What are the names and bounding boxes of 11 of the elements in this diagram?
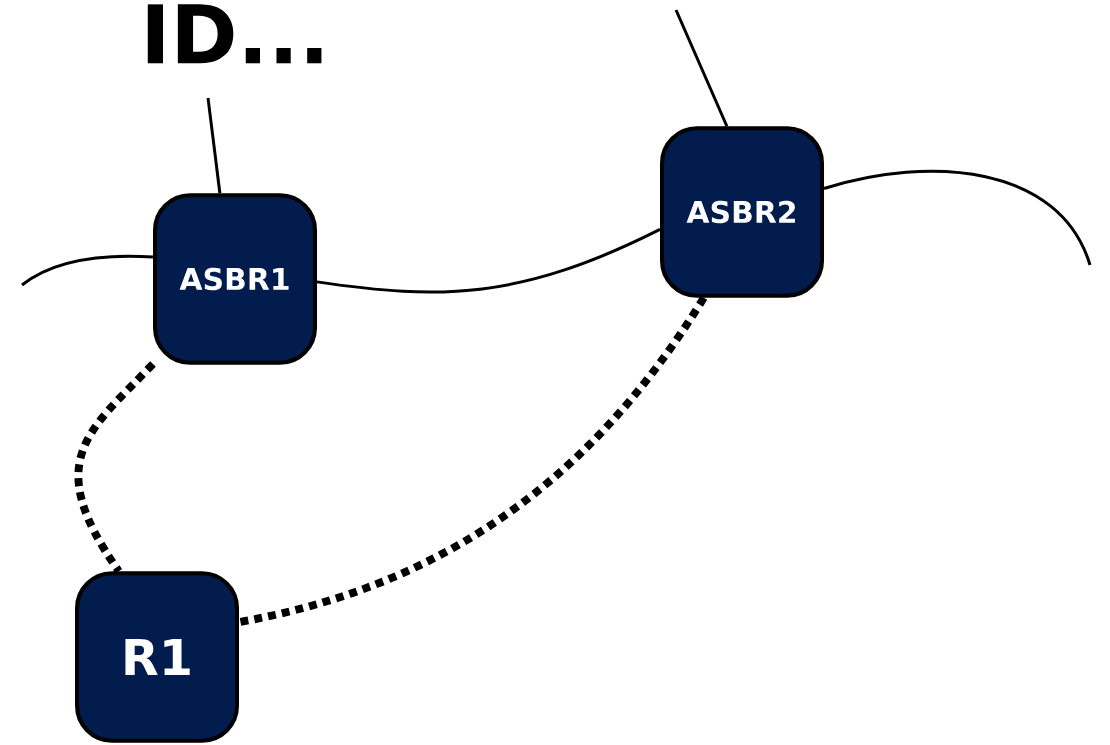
router-box: R1 (75, 571, 240, 743)
link-line (316, 228, 661, 294)
heading-text: ID... (147, 4, 322, 64)
dotted-link (74, 361, 156, 574)
router-box: ASBR1 (153, 193, 318, 365)
link-line (21, 254, 154, 287)
link-line (206, 97, 222, 194)
link-line (823, 169, 1092, 266)
router-box: ASBR2 (660, 126, 824, 298)
dotted-link (238, 295, 708, 627)
link-line (674, 9, 729, 127)
